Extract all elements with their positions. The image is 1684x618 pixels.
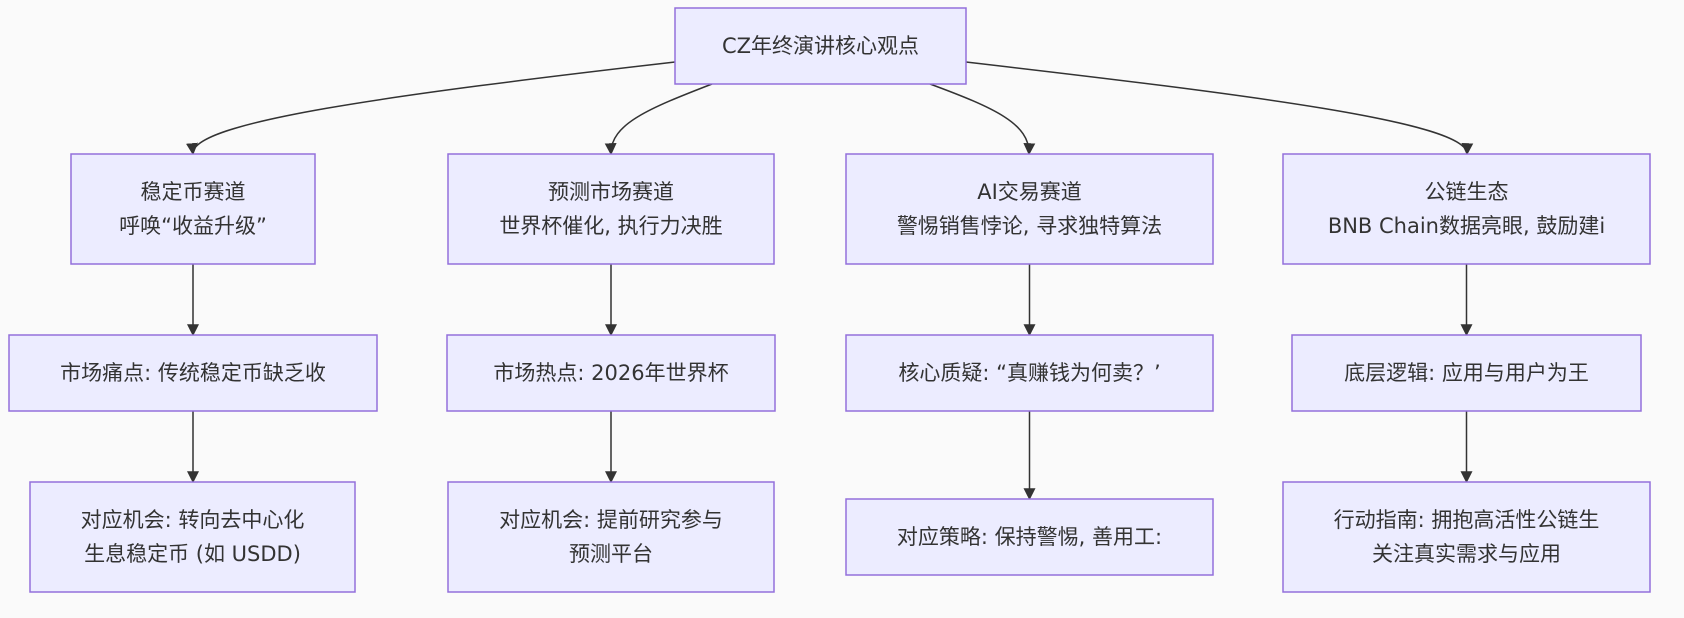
chain-logic-node-box — [1291, 334, 1642, 412]
prediction-market-node-label-line-1: 预测市场赛道 — [548, 180, 674, 204]
prediction-hotspot-node-label-line-1: 市场热点: 2026年世界杯 — [493, 361, 728, 385]
ai-strategy-node-box — [845, 498, 1214, 576]
public-chain-node-label-line-1: 公链生态 — [1425, 180, 1509, 204]
ai-question-node-box — [845, 334, 1214, 412]
stablecoin-node-box — [70, 153, 316, 265]
stablecoin-node-label-line-1: 稳定币赛道 — [141, 180, 246, 204]
chain-guide-node-box — [1282, 481, 1651, 593]
root-node-label-line-1: CZ年终演讲核心观点 — [722, 34, 919, 58]
ai-trading-node-label-line-1: AI交易赛道 — [977, 180, 1082, 204]
edge-arrow-root-a1 — [186, 61, 676, 156]
prediction-market-node-label-line-2: 世界杯催化, 执行力决胜 — [499, 214, 722, 238]
chain-logic-node: 底层逻辑: 应用与用户为王 — [1291, 334, 1642, 412]
ai-strategy-node: 对应策略: 保持警惕, 善用工: — [845, 498, 1214, 576]
prediction-opportunity-node-box — [447, 481, 775, 593]
public-chain-node: 公链生态 BNB Chain数据亮眼, 鼓励建i — [1282, 153, 1651, 265]
edge-arrow-root-d1 — [965, 61, 1474, 156]
prediction-opportunity-node-label-line-1: 对应机会: 提前研究参与 — [499, 508, 723, 532]
public-chain-node-box — [1282, 153, 1651, 265]
prediction-hotspot-node-box — [446, 334, 776, 412]
ai-question-node: 核心质疑: “真赚钱为何卖？’ — [845, 334, 1214, 412]
stablecoin-pain-node-label-line-1: 市场痛点: 传统稳定币缺乏收 — [60, 361, 326, 385]
edge-arrow-root-b1 — [604, 83, 713, 156]
prediction-market-node-box — [447, 153, 775, 265]
ai-strategy-node-label-line-1: 对应策略: 保持警惕, 善用工: — [897, 525, 1162, 549]
ai-trading-node-label-line-2: 警惕销售悖论, 寻求独特算法 — [897, 214, 1162, 238]
stablecoin-opportunity-node-label-line-2: 生息稳定币 (如 USDD) — [84, 542, 301, 566]
ai-trading-node-box — [845, 153, 1214, 265]
stablecoin-opportunity-node-label-line-1: 对应机会: 转向去中心化 — [81, 508, 305, 532]
edge-arrow-root-c1 — [929, 83, 1036, 156]
chain-logic-node-label-line-1: 底层逻辑: 应用与用户为王 — [1344, 361, 1589, 385]
root-node-box — [674, 7, 967, 85]
public-chain-node-label-line-2: BNB Chain数据亮眼, 鼓励建i — [1328, 214, 1605, 238]
chain-guide-node-label-line-1: 行动指南: 拥抱高活性公链生 — [1334, 508, 1600, 532]
stablecoin-pain-node-box — [8, 334, 378, 412]
edges-layer — [186, 61, 1474, 501]
stablecoin-node-label-line-2: 呼唤“收益升级” — [119, 214, 267, 238]
stablecoin-opportunity-node-box — [29, 481, 356, 593]
chain-guide-node-label-line-2: 关注真实需求与应用 — [1372, 542, 1561, 566]
prediction-hotspot-node: 市场热点: 2026年世界杯 — [446, 334, 776, 412]
ai-question-node-label-line-1: 核心质疑: “真赚钱为何卖？’ — [898, 361, 1160, 385]
stablecoin-pain-node: 市场痛点: 传统稳定币缺乏收 — [8, 334, 378, 412]
root-node: CZ年终演讲核心观点 — [674, 7, 967, 85]
prediction-opportunity-node-label-line-2: 预测平台 — [569, 542, 653, 566]
